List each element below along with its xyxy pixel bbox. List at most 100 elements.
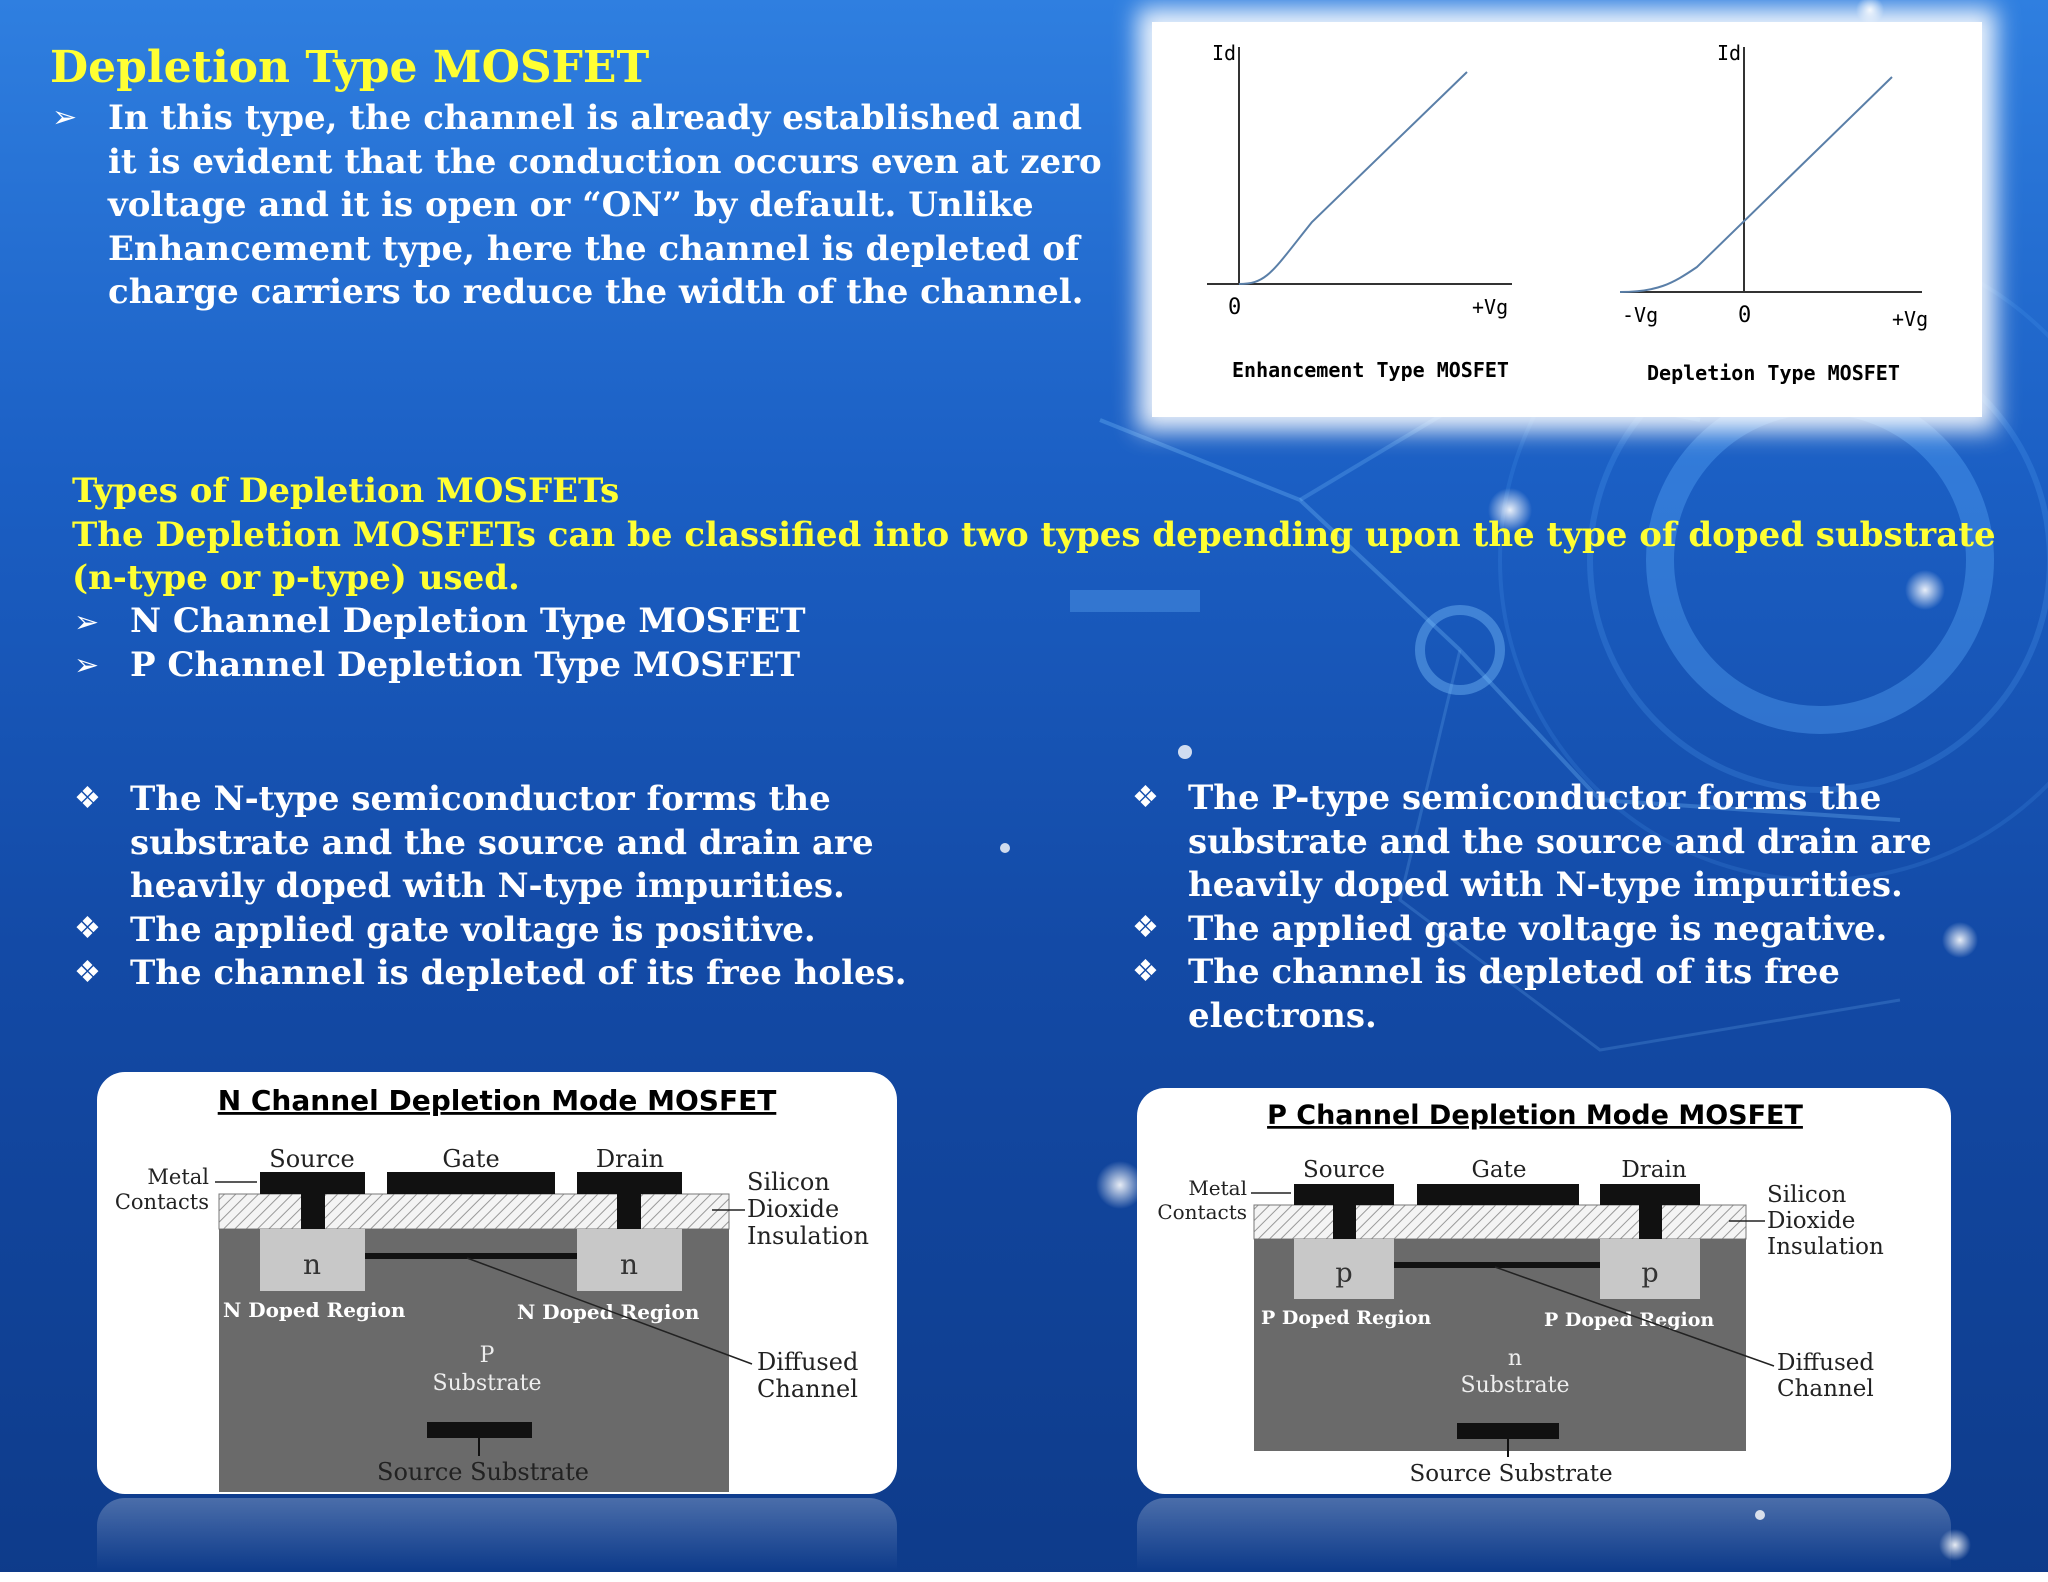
- substrate-type-label: P: [480, 1343, 495, 1368]
- substrate-label: Substrate: [1461, 1373, 1570, 1398]
- drain-label: Drain: [596, 1145, 664, 1173]
- types-list-item: N Channel Depletion Type MOSFET: [130, 601, 806, 641]
- diamond-bullet-icon: ❖: [1132, 780, 1159, 815]
- source-via: [1333, 1205, 1356, 1239]
- diamond-bullet-icon: ❖: [1132, 910, 1159, 945]
- id-curve: [1619, 76, 1893, 293]
- n-channel-points: The N-type semiconductor forms the subst…: [130, 778, 907, 996]
- substrate-type-label: n: [1508, 1346, 1522, 1371]
- intro-line: In this type, the channel is already est…: [108, 98, 1083, 138]
- gate-label: Gate: [442, 1145, 499, 1173]
- metal-contacts-label: Contacts: [115, 1190, 209, 1214]
- types-list: N Channel Depletion Type MOSFET P Channe…: [130, 600, 806, 687]
- drain-contact: [577, 1172, 682, 1194]
- metal-contacts-label: Metal: [1188, 1176, 1247, 1200]
- types-description-line: The Depletion MOSFETs can be classified …: [72, 514, 1996, 555]
- diffused-channel-label: Channel: [1777, 1376, 1874, 1402]
- graph-caption: Depletion Type MOSFET: [1647, 361, 1900, 385]
- substrate-label: Substrate: [433, 1371, 542, 1396]
- page-title: Depletion Type MOSFET: [50, 42, 650, 93]
- diffused-channel: [1394, 1262, 1600, 1268]
- diffused-channel: [365, 1253, 577, 1259]
- types-heading: Types of Depletion MOSFETs: [72, 471, 620, 511]
- source-contact: [260, 1172, 365, 1194]
- diffused-channel-label: Diffused: [1777, 1350, 1874, 1376]
- sio2-label: Silicon: [1767, 1182, 1847, 1208]
- n-point-line: heavily doped with N-type impurities.: [130, 866, 845, 906]
- n-point-line: The applied gate voltage is positive.: [130, 909, 816, 950]
- n-point-line: The channel is depleted of its free hole…: [130, 953, 907, 993]
- diagram-title: N Channel Depletion Mode MOSFET: [218, 1084, 777, 1117]
- sio2-label: Dioxide: [1767, 1208, 1855, 1234]
- graph-caption: Enhancement Type MOSFET: [1232, 358, 1509, 382]
- p-channel-points: The P-type semiconductor forms the subst…: [1188, 777, 1932, 1038]
- intro-line: Enhancement type, here the channel is de…: [108, 228, 1080, 269]
- p-diagram-reflection: [1137, 1498, 1951, 1570]
- depletion-graph: Id -Vg 0 +Vg Depletion Type MOSFET: [1619, 41, 1928, 385]
- types-list-item: P Channel Depletion Type MOSFET: [130, 644, 801, 685]
- intro-line: voltage and it is open or “ON” by defaul…: [108, 185, 1034, 225]
- source-region-letter: n: [303, 1248, 321, 1281]
- sio2-label: Insulation: [1767, 1234, 1884, 1260]
- y-axis-label: Id: [1717, 41, 1741, 65]
- source-doped-region: [1294, 1239, 1394, 1299]
- substrate-body: [219, 1322, 729, 1492]
- gate-contact: [1417, 1184, 1579, 1205]
- types-description-line: (n-type or p-type) used.: [72, 558, 520, 598]
- types-section: Types of Depletion MOSFETs The Depletion…: [72, 470, 1996, 601]
- drain-contact: [1600, 1184, 1700, 1205]
- p-point-line: The applied gate voltage is negative.: [1188, 908, 1888, 949]
- x-axis-label: +Vg: [1892, 307, 1928, 331]
- drain-label: Drain: [1621, 1157, 1687, 1183]
- source-contact: [1294, 1184, 1394, 1205]
- diamond-bullet-icon: ❖: [74, 911, 101, 946]
- bottom-strip: [0, 1572, 2048, 1582]
- arrow-bullet-icon: ➢: [74, 605, 100, 640]
- arrow-bullet-icon: ➢: [52, 100, 78, 135]
- source-label: Source: [269, 1145, 354, 1173]
- id-curve: [1238, 71, 1468, 285]
- n-point-line: The N-type semiconductor forms the: [130, 779, 831, 819]
- diagram-title: P Channel Depletion Mode MOSFET: [1267, 1100, 1803, 1131]
- p-point-line: substrate and the source and drain are: [1188, 821, 1932, 862]
- source-region-letter: p: [1335, 1258, 1352, 1289]
- right-doped-region-label: P Doped Region: [1544, 1309, 1714, 1331]
- diamond-bullet-icon: ❖: [74, 955, 101, 990]
- sio2-label: Silicon: [747, 1168, 830, 1196]
- diamond-bullet-icon: ❖: [74, 781, 101, 816]
- x-axis-label: +Vg: [1472, 295, 1508, 319]
- oxide-layer: [218, 1193, 730, 1230]
- metal-contacts-label: Contacts: [1157, 1200, 1247, 1224]
- p-point-line: electrons.: [1188, 995, 1377, 1036]
- p-point-line: The channel is depleted of its free: [1188, 952, 1840, 992]
- source-substrate-label: Source Substrate: [377, 1458, 589, 1486]
- drain-via: [617, 1194, 641, 1229]
- origin-label: 0: [1228, 295, 1241, 320]
- arrow-bullet-icon: ➢: [74, 648, 100, 683]
- iv-characteristics-graph: Id 0 +Vg Enhancement Type MOSFET Id -Vg …: [1152, 22, 1982, 417]
- intro-line: it is evident that the conduction occurs…: [108, 141, 1102, 182]
- y-axis-label: Id: [1212, 41, 1236, 65]
- enhancement-graph: Id 0 +Vg Enhancement Type MOSFET: [1207, 41, 1512, 382]
- p-point-line: heavily doped with N-type impurities.: [1188, 865, 1903, 905]
- oxide-layer: [1253, 1204, 1747, 1240]
- intro-line: charge carriers to reduce the width of t…: [108, 272, 1084, 312]
- metal-contacts-label: Metal: [147, 1165, 209, 1189]
- neg-vg-label: -Vg: [1622, 303, 1658, 327]
- drain-region-letter: p: [1641, 1258, 1658, 1289]
- source-substrate-label: Source Substrate: [1409, 1461, 1612, 1487]
- source-label: Source: [1303, 1157, 1385, 1183]
- source-via: [301, 1194, 325, 1229]
- diffused-channel-label: Diffused: [757, 1348, 858, 1376]
- drain-doped-region: [577, 1229, 682, 1291]
- left-doped-region-label: N Doped Region: [223, 1298, 406, 1322]
- drain-region-letter: n: [620, 1248, 638, 1281]
- p-channel-diagram: P Channel Depletion Mode MOSFET Source G…: [1137, 1088, 1951, 1494]
- origin-label: 0: [1738, 303, 1751, 328]
- intro-paragraph: In this type, the channel is already est…: [108, 97, 1102, 315]
- diamond-bullet-icon: ❖: [1132, 954, 1159, 989]
- n-diagram-reflection: [97, 1498, 897, 1570]
- left-doped-region-label: P Doped Region: [1261, 1307, 1431, 1329]
- substrate-contact: [1457, 1423, 1559, 1439]
- substrate-contact: [427, 1422, 532, 1438]
